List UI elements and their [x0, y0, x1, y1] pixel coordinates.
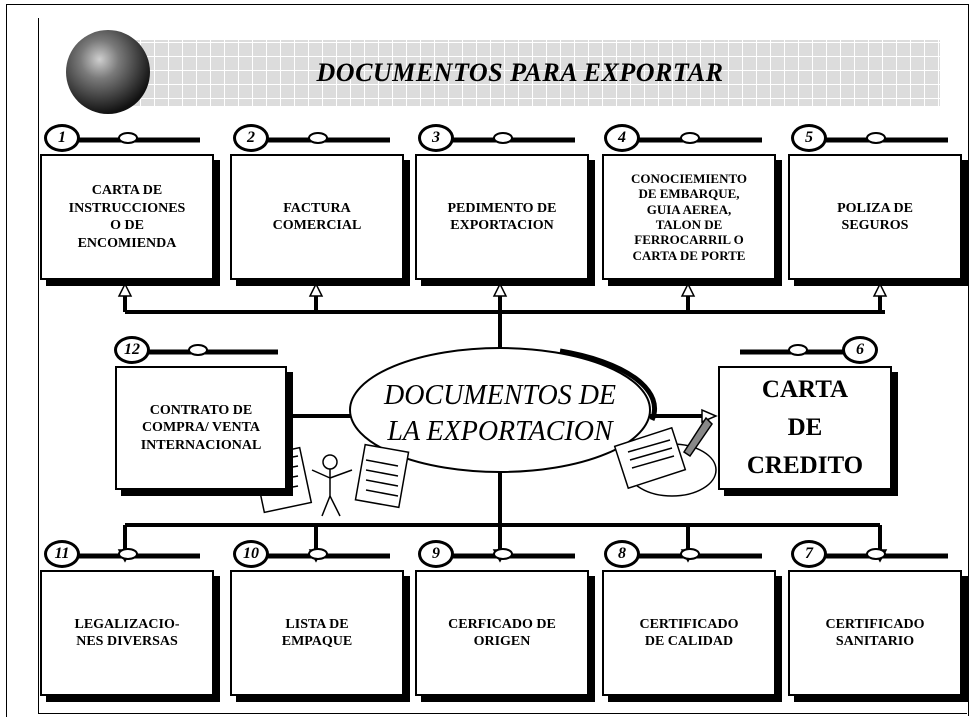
center-ellipse — [349, 347, 651, 473]
document-box-8: CERTIFICADO DE CALIDAD — [602, 570, 776, 696]
title-banner — [95, 40, 940, 106]
document-label-10: LISTA DE EMPAQUE — [281, 616, 353, 650]
clip-knobs — [118, 132, 886, 560]
number-badge-6: 6 — [842, 336, 878, 364]
outer-frame-right — [968, 4, 969, 716]
number-badge-1: 1 — [44, 124, 80, 152]
document-box-1: CARTA DE INSTRUCCIONES O DE ENCOMIENDA — [40, 154, 214, 280]
number-badge-10: 10 — [233, 540, 269, 568]
document-label-6: CARTA DE CREDITO — [746, 376, 864, 479]
document-box-6: CARTA DE CREDITO — [718, 366, 892, 490]
number-badge-7: 7 — [791, 540, 827, 568]
number-badge-9: 9 — [418, 540, 454, 568]
center-label: DOCUMENTOS DE LA EXPORTACION — [383, 380, 617, 447]
bottom-connectors — [123, 470, 882, 550]
document-box-4: CONOCIEMIENTO DE EMBARQUE, GUIA AEREA, T… — [602, 154, 776, 280]
document-label-11: LEGALIZACIO- NES DIVERSAS — [74, 616, 180, 650]
document-label-2: FACTURA COMERCIAL — [272, 200, 362, 234]
top-connectors — [123, 296, 885, 352]
document-box-9: CERFICADO DE ORIGEN — [415, 570, 589, 696]
number-badge-5: 5 — [791, 124, 827, 152]
inner-frame — [38, 18, 967, 714]
document-box-5: POLIZA DE SEGUROS — [788, 154, 962, 280]
document-box-10: LISTA DE EMPAQUE — [230, 570, 404, 696]
document-label-9: CERFICADO DE ORIGEN — [448, 616, 556, 650]
document-label-3: PEDIMENTO DE EXPORTACION — [447, 200, 557, 234]
document-label-1: CARTA DE INSTRUCCIONES O DE ENCOMIENDA — [68, 183, 186, 251]
document-label-12: CONTRATO DE COMPRA/ VENTA INTERNACIONAL — [140, 402, 262, 453]
top-arrowheads — [117, 282, 888, 297]
number-badge-4: 4 — [604, 124, 640, 152]
number-badge-3: 3 — [418, 124, 454, 152]
outer-frame — [6, 4, 969, 717]
document-box-7: CERTIFICADO SANITARIO — [788, 570, 962, 696]
center-ellipse-shadow — [559, 348, 658, 422]
number-badge-2: 2 — [233, 124, 269, 152]
number-badge-12: 12 — [114, 336, 150, 364]
document-label-8: CERTIFICADO DE CALIDAD — [639, 616, 739, 650]
number-badge-11: 11 — [44, 540, 80, 568]
document-label-5: POLIZA DE SEGUROS — [837, 200, 913, 234]
document-box-2: FACTURA COMERCIAL — [230, 154, 404, 280]
clipart-signing-icon — [613, 416, 717, 497]
document-label-4: CONOCIEMIENTO DE EMBARQUE, GUIA AEREA, T… — [630, 171, 748, 263]
document-box-11: LEGALIZACIO- NES DIVERSAS — [40, 570, 214, 696]
document-label-7: CERTIFICADO SANITARIO — [825, 616, 925, 650]
document-box-3: PEDIMENTO DE EXPORTACION — [415, 154, 589, 280]
document-box-12: CONTRATO DE COMPRA/ VENTA INTERNACIONAL — [115, 366, 287, 490]
number-badge-8: 8 — [604, 540, 640, 568]
globe-icon — [66, 30, 150, 114]
page-title: DOCUMENTOS PARA EXPORTAR — [316, 58, 724, 87]
